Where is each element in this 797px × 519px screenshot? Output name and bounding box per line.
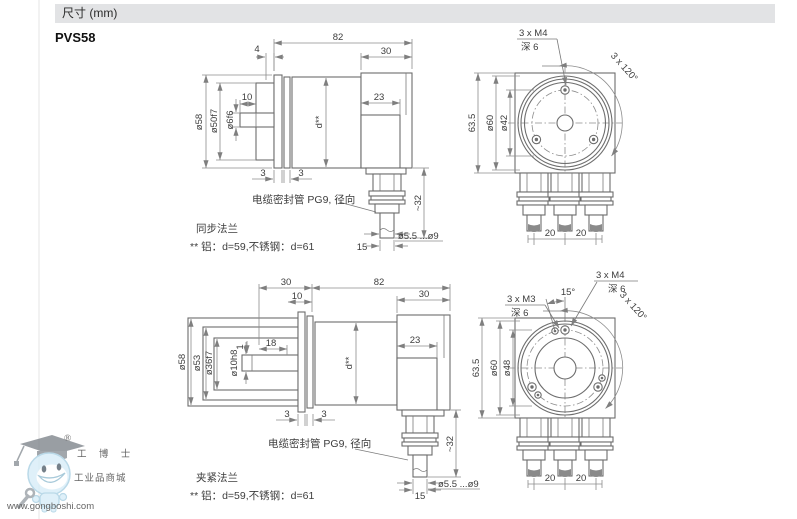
brand-tagline: 工业品商城 (74, 472, 127, 484)
label-3xm3: 3 x M3 (507, 294, 536, 305)
clamp-note: ** 铝：d=59,不锈钢：d=61 (190, 489, 314, 502)
dim-d10h8: ø10h8 (229, 350, 240, 377)
dim-d58: ø58 (194, 114, 205, 130)
sync-flange-label: 同步法兰 (196, 222, 238, 235)
dim-10: 10 (242, 92, 253, 103)
dim-d58: ø58 (177, 354, 188, 370)
label-3x120: 3 x 120° (617, 290, 649, 323)
dim-82: 82 (333, 32, 344, 43)
dim-23: 23 (374, 92, 385, 103)
dim-d42: ø42 (499, 115, 510, 131)
clamp-flange-side-view: ø58 ø53 ø36f7 ø10h8 d** 30 82 30 10 18 1… (177, 277, 480, 502)
dim-4: 4 (254, 44, 259, 55)
clamp-flange-label: 夹紧法兰 (196, 471, 238, 484)
label-15deg: 15° (561, 287, 576, 298)
label-m4-depth: 深 6 (521, 42, 538, 53)
dim-3b: 3 (298, 168, 303, 179)
dim-d6f6: ø6f6 (225, 110, 236, 129)
registered-mark: ® (64, 433, 71, 444)
cable-gland-label: 电缆密封管 PG9, 径向 (268, 437, 371, 450)
dim-15: 15 (415, 491, 426, 502)
dim-1: 1 (235, 344, 246, 349)
dim-20a: 20 (545, 473, 556, 484)
dim-82: 82 (374, 277, 385, 288)
dim-dstar: d** (344, 356, 355, 369)
model-label: PVS58 (55, 30, 96, 45)
label-3xm4: 3 x M4 (519, 28, 548, 39)
dim-cable: ø5.5 ...ø9 (398, 231, 439, 242)
dim-d53: ø53 (192, 355, 203, 371)
dim-d48: ø48 (502, 360, 513, 376)
brand-name: 工 博 士 (77, 448, 135, 460)
dim-15: 15 (357, 242, 368, 253)
label-m3-depth: 深 6 (511, 308, 528, 319)
dim-20a: 20 (545, 228, 556, 239)
dim-20b: 20 (576, 473, 587, 484)
dim-d60: ø60 (489, 360, 500, 376)
dim-23: 23 (410, 335, 421, 346)
dim-63-5: 63.5 (467, 114, 478, 133)
dim-d50f7: ø50f7 (209, 109, 220, 133)
page-title-bar: 尺寸 (mm) (55, 4, 775, 23)
brand-url: www.gongboshi.com (6, 501, 94, 512)
dim-32: ~32 (413, 195, 424, 211)
dim-dstar: d** (314, 115, 325, 128)
dim-30: 30 (381, 46, 392, 57)
label-m4-depth: 深 6 (608, 284, 625, 295)
dim-cable: ø5.5 ...ø9 (438, 479, 479, 490)
watermark: ® 工 博 士 工业品商城 www.gongboshi.com (6, 433, 135, 513)
dim-32: ~32 (445, 436, 456, 452)
graduation-cap-icon (20, 435, 85, 455)
dim-30a: 30 (281, 277, 292, 288)
dim-d60: ø60 (485, 115, 496, 131)
clamp-flange-front-view: 63.5 ø60 ø48 3 x M4 深 6 3 x M3 深 6 15° 3… (471, 270, 649, 490)
dim-3a: 3 (284, 409, 289, 420)
sync-note: ** 铝：d=59,不锈钢：d=61 (190, 240, 314, 253)
cable-gland-label: 电缆密封管 PG9, 径向 (252, 193, 355, 206)
dim-63-5: 63.5 (471, 359, 482, 378)
sync-flange-side-view: 82 30 4 10 23 ø58 ø50f7 ø6f6 d** 3 3 ~32… (190, 32, 443, 253)
dim-d36f7: ø36f7 (204, 351, 215, 375)
dim-3a: 3 (260, 168, 265, 179)
label-3xm4: 3 x M4 (596, 270, 625, 281)
dim-20b: 20 (576, 228, 587, 239)
page-title: 尺寸 (mm) (62, 6, 118, 20)
dim-3b: 3 (321, 409, 326, 420)
dim-18: 18 (266, 338, 277, 349)
sync-flange-front-view: 63.5 ø60 ø42 3 x M4 深 6 3 x 120° 20 20 (467, 28, 640, 245)
dim-30b: 30 (419, 289, 430, 300)
dim-10: 10 (292, 291, 303, 302)
